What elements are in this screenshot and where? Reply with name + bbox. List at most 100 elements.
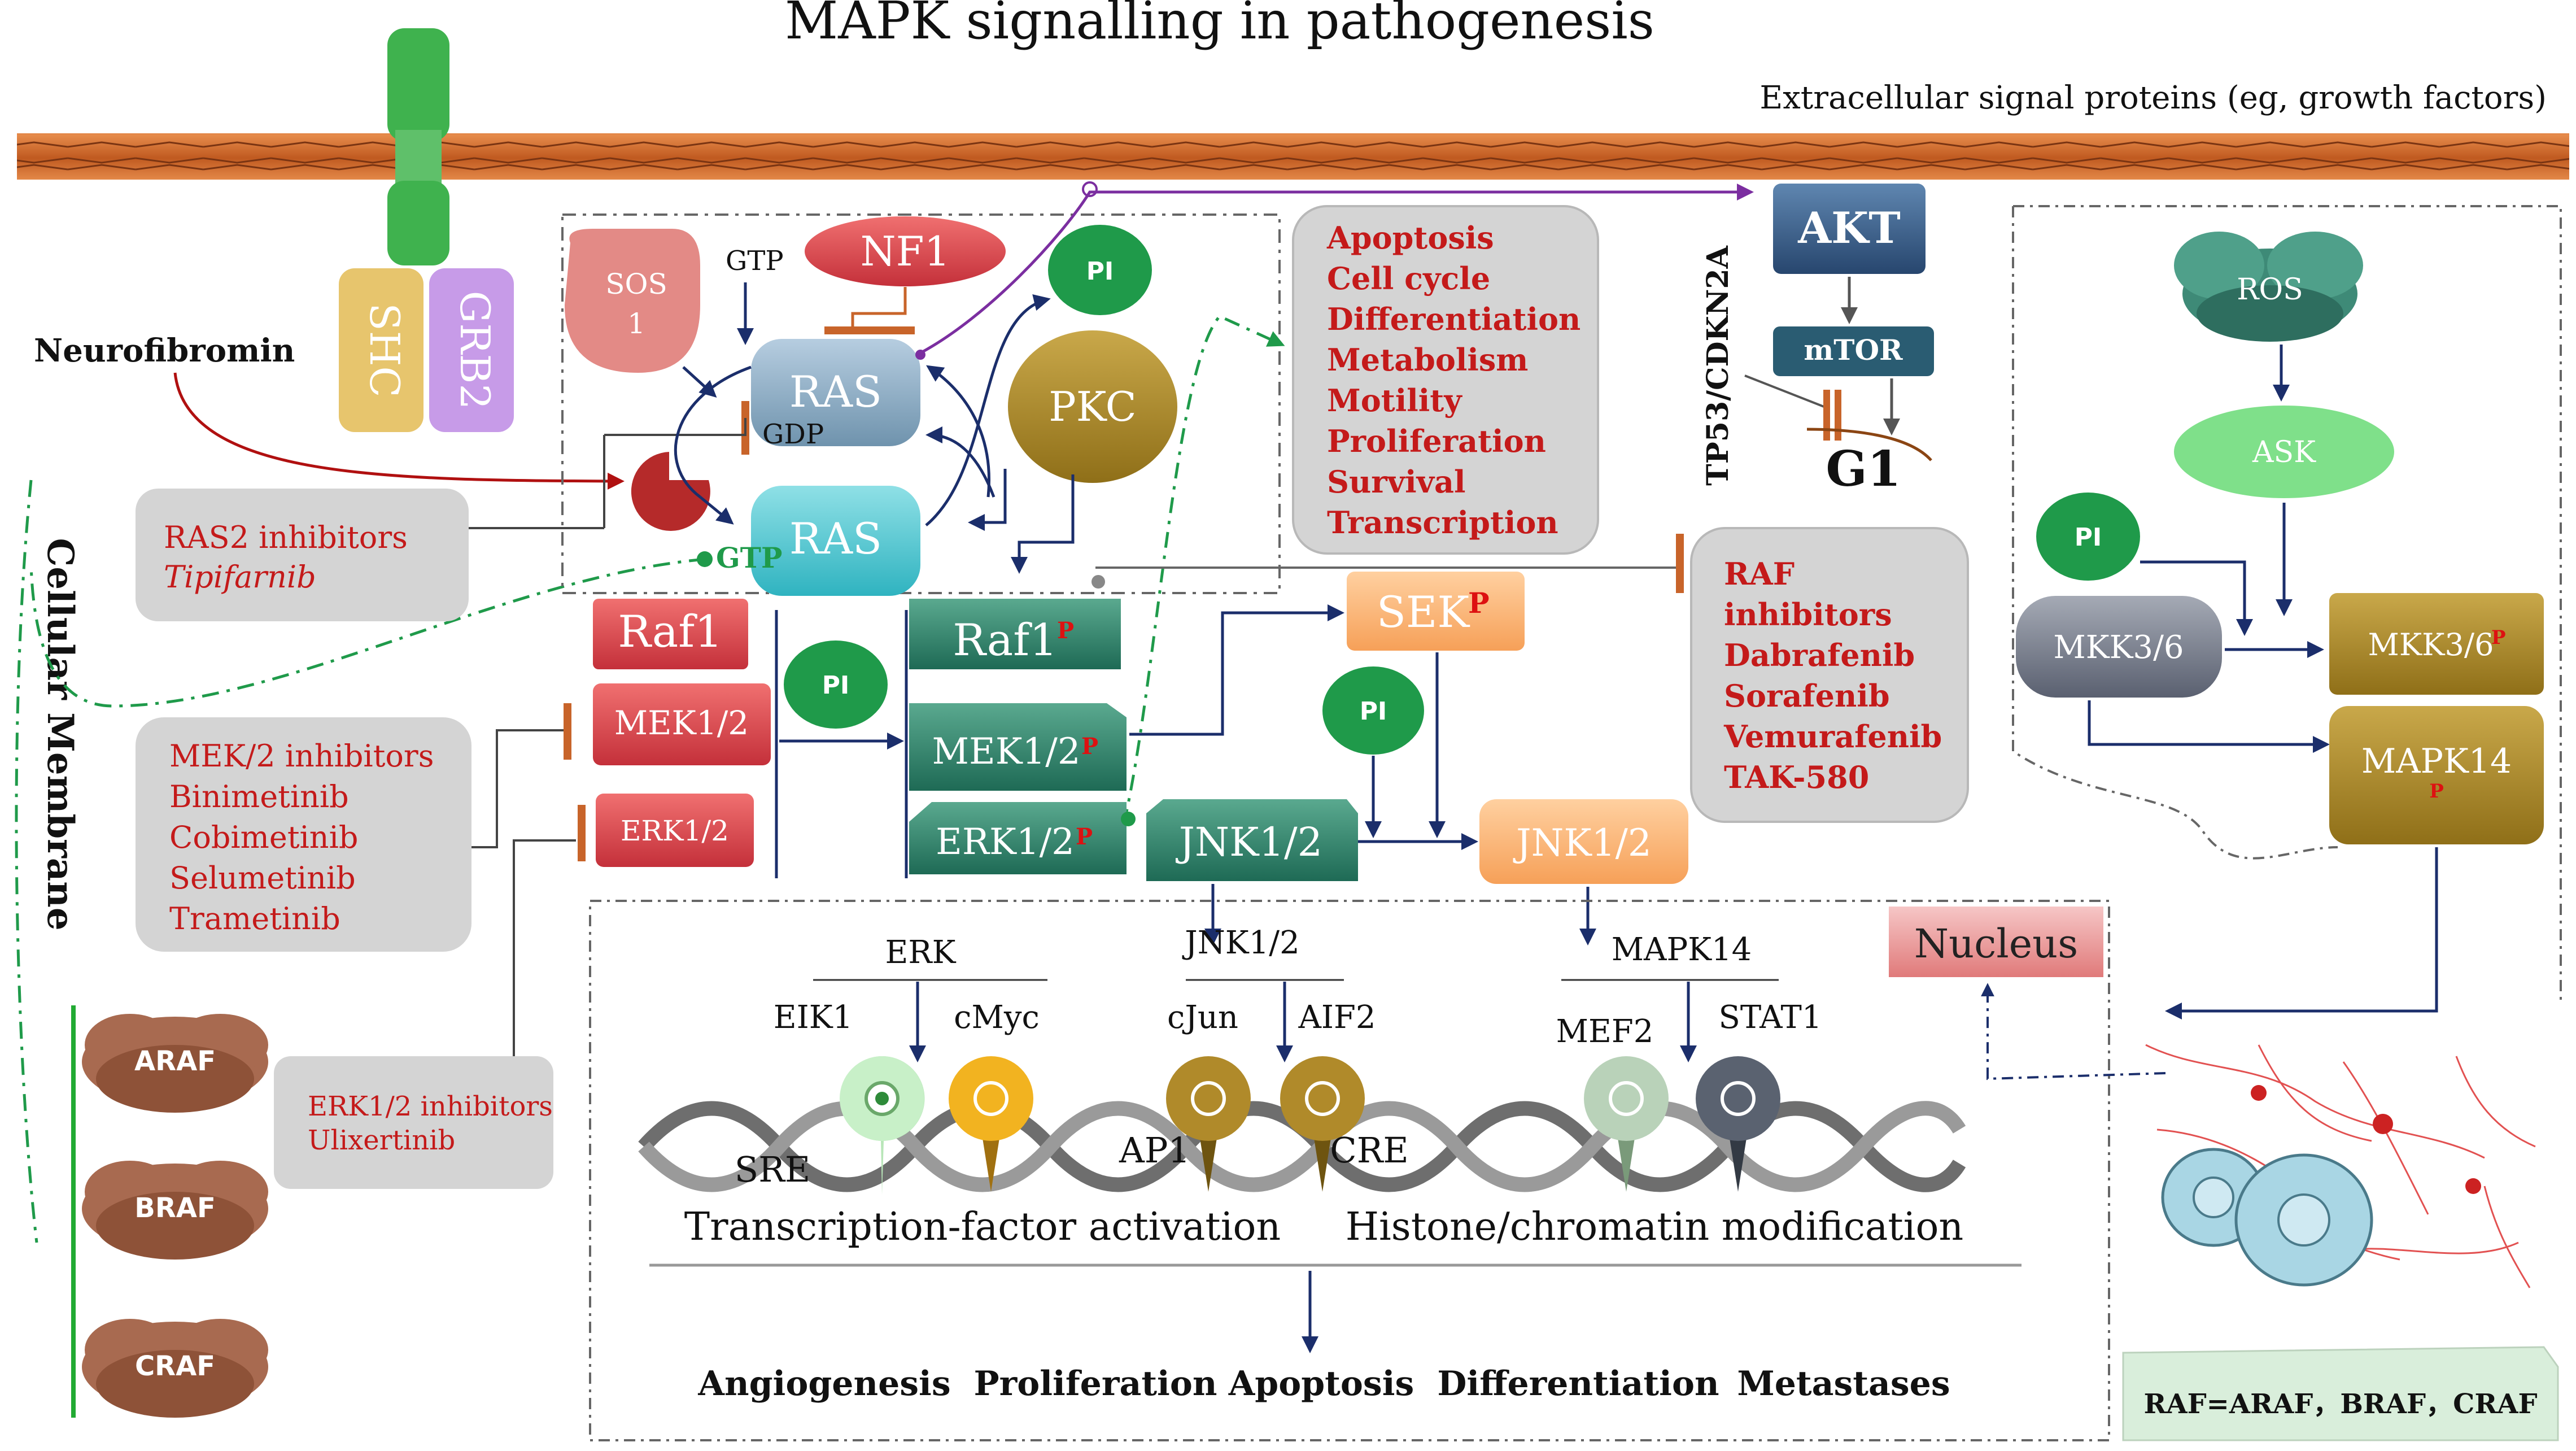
- erk-inhibitors-drug: Ulixertinib: [308, 1125, 455, 1156]
- outcomes-box: [1292, 205, 1599, 555]
- raf-definition-label: RAF=ARAF，BRAF，CRAF: [2143, 1388, 2537, 1420]
- ras-to-ras-curve: [699, 496, 734, 525]
- sos1-shape: [565, 229, 700, 373]
- akt-box: [1773, 184, 1926, 274]
- pi-right-ellipse: [2036, 493, 2140, 581]
- ras2-inhibitors-box: [136, 489, 469, 621]
- pi-mid-label: PI: [822, 671, 850, 700]
- erk12-label: ERK1/2: [621, 814, 729, 847]
- grb2-label: GRB2: [451, 291, 499, 409]
- mkk36p-box: [2329, 593, 2544, 695]
- cre-label: CRE: [1330, 1130, 1408, 1171]
- pkc-to-ras-arrow: [926, 365, 990, 498]
- tf-mapk-right: STAT1: [1718, 999, 1822, 1036]
- mkk-to-mapk14-arrow: [2088, 700, 2330, 753]
- pi-sek-ellipse: [1322, 666, 1424, 755]
- erk-inhibitors-title: ERK1/2 inhibitors: [308, 1091, 553, 1122]
- shc-label: SHC: [361, 303, 408, 397]
- tf-jnk-right: AIF2: [1298, 999, 1376, 1036]
- final-outcomes-list: Angiogenesis Proliferation Apoptosis Dif…: [697, 1364, 1950, 1404]
- outcomes-list: Apoptosis Cell cycle Differentiation Met…: [1326, 220, 1580, 541]
- jnk12-orange-box: [1479, 799, 1688, 884]
- outcome-item: Motility: [1327, 382, 1462, 419]
- pkc-down-arrow: [1011, 474, 1075, 574]
- pi-sek-label: PI: [1360, 697, 1387, 726]
- raf-inhibitor-item: TAK-580: [1724, 759, 1869, 795]
- sos-to-ras-arrow: [682, 366, 717, 398]
- pi-right-label: PI: [2075, 523, 2102, 552]
- erk-inhibitors-box: [274, 1056, 553, 1189]
- craf-label: CRAF: [135, 1350, 215, 1382]
- gap-connector: [604, 418, 746, 436]
- outcome-item: Transcription: [1327, 504, 1558, 541]
- ask-ellipse: [2174, 406, 2394, 498]
- mek-inhibitor-item: Cobimetinib: [169, 820, 358, 855]
- grb2-box: [429, 268, 514, 432]
- jnk12-teal-box: [1146, 799, 1358, 881]
- stress-pathway-region: [2012, 205, 2562, 1000]
- sos1-label: SOS: [605, 268, 667, 300]
- sre-label: SRE: [735, 1149, 810, 1190]
- shc-box: [339, 268, 423, 432]
- akt-label: AKT: [1797, 203, 1901, 253]
- receptor: SHC GRB2: [339, 28, 514, 432]
- mtor-box: [1773, 326, 1934, 376]
- histone-label: Histone/chromatin modification: [1346, 1205, 1963, 1249]
- nf1-inhibit-line: [851, 287, 907, 328]
- mapk14-superscript: P: [2429, 780, 2444, 803]
- ras-gtp-box: [751, 486, 920, 596]
- ros-cloud: ROS: [2174, 232, 2363, 342]
- outcome-item: Metabolism: [1327, 342, 1528, 378]
- braf-label: BRAF: [134, 1192, 215, 1224]
- nucleus-box: [1889, 907, 2103, 977]
- erk12p-box: [909, 802, 1127, 874]
- pi-top-ellipse: [1048, 225, 1152, 315]
- braf-cloud: BRAF: [82, 1161, 268, 1260]
- green-dashed-loop: [29, 557, 706, 708]
- ras-gtp-label: RAS: [789, 513, 882, 564]
- erk12p-superscript: P: [1076, 823, 1093, 850]
- tf-activation-label: Transcription-factor activation: [684, 1205, 1281, 1249]
- mkk36-box: [2016, 596, 2222, 698]
- araf-cloud: ARAF: [82, 1014, 268, 1113]
- final-outcome-item: Apoptosis: [1228, 1364, 1414, 1404]
- ras-to-akt-arrow: [919, 184, 1754, 355]
- mkk36p-superscript: P: [2491, 626, 2506, 649]
- final-outcome-item: Differentiation: [1437, 1364, 1719, 1404]
- page-title: MAPK signalling in pathogenesis: [785, 0, 1654, 51]
- neurofibromin-label: Neurofibromin: [34, 332, 295, 369]
- mek-inhibitor-item: Selumetinib: [169, 860, 356, 896]
- nf1-ellipse: [805, 216, 1006, 286]
- mapk14-box: [2329, 706, 2544, 844]
- raf-inhibitor-item: Vemurafenib: [1723, 718, 1942, 755]
- ras-gdp-label: RAS: [789, 367, 882, 417]
- neurofibromin-arrow: [173, 372, 625, 490]
- raf1p-superscript: P: [1057, 617, 1074, 644]
- mek12p-superscript: P: [1081, 733, 1098, 760]
- erk12-box: [596, 794, 754, 867]
- tf-erk-right: cMyc: [954, 999, 1040, 1036]
- nucleus-region-box: [589, 900, 2110, 1441]
- raf1p-label: Raf1: [953, 615, 1058, 666]
- outcome-item: Cell cycle: [1327, 260, 1490, 297]
- mkk36-label: MKK3/6: [2053, 629, 2184, 666]
- sek-superscript: P: [1468, 586, 1490, 620]
- mkk36p-label: MKK3/6: [2368, 627, 2494, 663]
- outcome-item: Differentiation: [1327, 301, 1580, 337]
- tf-mapk-left: MEF2: [1556, 1013, 1654, 1050]
- erk12p-label: ERK1/2: [936, 821, 1075, 863]
- mek12-box: [593, 683, 771, 765]
- raf1-box: [593, 599, 748, 669]
- mek12p-label: MEK1/2: [932, 731, 1080, 773]
- gdp-label: GDP: [762, 419, 824, 450]
- jnk12-teal-label: JNK1/2: [1176, 819, 1322, 865]
- raf-inhibitors-box: [1690, 527, 1969, 823]
- pkc-label: PKC: [1049, 383, 1136, 430]
- tf-jnk-head: JNK1/2: [1182, 925, 1299, 961]
- craf-cloud: CRAF: [82, 1319, 268, 1418]
- tf-mapk-head: MAPK14: [1612, 931, 1752, 968]
- cell-membrane-band: [17, 133, 2569, 180]
- araf-label: ARAF: [134, 1045, 216, 1077]
- ros-label: ROS: [2237, 273, 2303, 307]
